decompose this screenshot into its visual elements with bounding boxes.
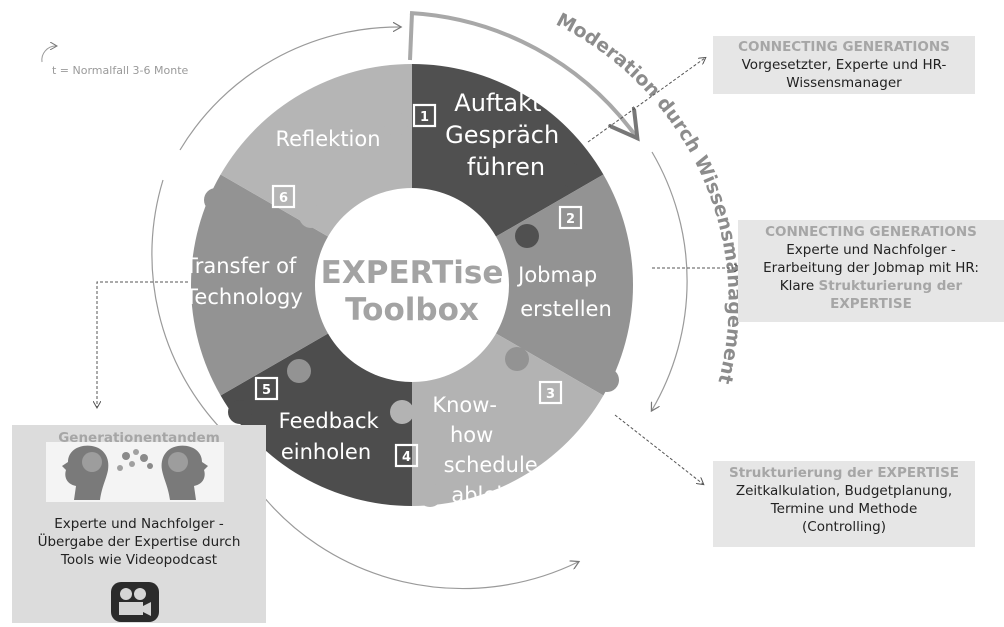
time-note: t = Normalfall 3-6 Monte [52,64,189,77]
puzzle-knob-icon [515,224,539,248]
segment-2-label: Jobmap erstellen [516,263,612,321]
two-heads-exchanging-gears-image [46,442,224,502]
center-title-line2: Toolbox [345,292,479,328]
moderation-arc [409,11,635,135]
puzzle-knob-icon [418,483,442,507]
svg-text:1: 1 [420,110,429,125]
puzzle-knob-icon [384,112,408,136]
info-box-body-line3: Klare Strukturierung der EXPERTISE [738,277,1004,313]
segment-1-label: Auftakt- Gespräch führen [445,89,567,181]
segment-4-label: Feedback einholen [279,409,386,464]
puzzle-knob-icon [287,359,311,383]
step-number-2: 2 [558,205,583,230]
info-box-body: Vorgesetzter, Experte und HR-Wissensmana… [741,57,947,91]
step-number-4: 4 [394,443,419,468]
center-title-line1: EXPERTise [321,255,504,291]
puzzle-knob-icon [228,400,252,424]
info-box-body-line2: Termine und Methode [770,501,918,517]
step-number-5: 5 [254,376,279,401]
info-box-connecting-1: CONNECTING GENERATIONS Vorgesetzter, Exp… [713,36,975,94]
info-box-body-line3: (Controlling) [802,519,886,535]
cycle-arrow-icon [179,27,400,151]
puzzle-knob-icon [595,368,619,392]
video-camera-icon [111,582,159,622]
puzzle-knob-icon [559,163,583,187]
info-box-connecting-2: CONNECTING GENERATIONS Experte und Nachf… [738,220,1004,322]
puzzle-knob-icon [505,347,529,371]
step-number-1: 1 [412,103,437,128]
step-number-3: 3 [538,380,563,405]
cycle-arrow-icon [254,485,578,590]
info-box-header: Strukturierung der EXPERTISE [728,465,960,481]
info-box-body-plain: Klare [779,278,819,294]
puzzle-knob-icon [204,188,228,212]
svg-text:6: 6 [279,191,288,206]
connector-arrow-3 [614,414,703,484]
segment-6-label: Reflektion [275,127,380,151]
svg-text:4: 4 [402,450,411,465]
svg-text:3: 3 [546,387,555,402]
info-box-header: CONNECTING GENERATIONS [765,224,977,240]
connector-arrow-5 [97,281,188,407]
info-box-body-line1: Zeitkalkulation, Budgetplanung, [735,483,953,499]
cycle-arrow-icon [652,151,688,410]
segment-5-transfer [190,174,412,396]
cycle-arrow-icon [151,179,223,431]
segment-2-jobmap [412,174,634,396]
puzzle-knob-icon [299,204,323,228]
step-number-6: 6 [271,184,296,209]
info-box-strukturierung: Strukturierung der EXPERTISE Zeitkalkula… [713,461,975,547]
segment-5-label: Transfer of Technology [184,254,303,309]
info-box-body-highlight: Strukturierung der EXPERTISE [818,278,963,312]
time-arrow-icon [41,46,56,63]
puzzle-knob-icon [390,400,414,424]
svg-text:2: 2 [566,212,575,227]
center-circle [315,188,509,382]
connector-arrow-1 [587,58,705,143]
info-box-body: Experte und Nachfolger - Übergabe der Ex… [37,516,241,568]
info-box-header: CONNECTING GENERATIONS [738,39,950,55]
svg-text:5: 5 [262,383,271,398]
info-box-body-line2: Erarbeitung der Jobmap mit HR: [763,260,979,276]
segment-3-label: Know- how schedule ableiten [432,393,544,507]
info-box-body-line1: Experte und Nachfolger - [786,242,956,258]
